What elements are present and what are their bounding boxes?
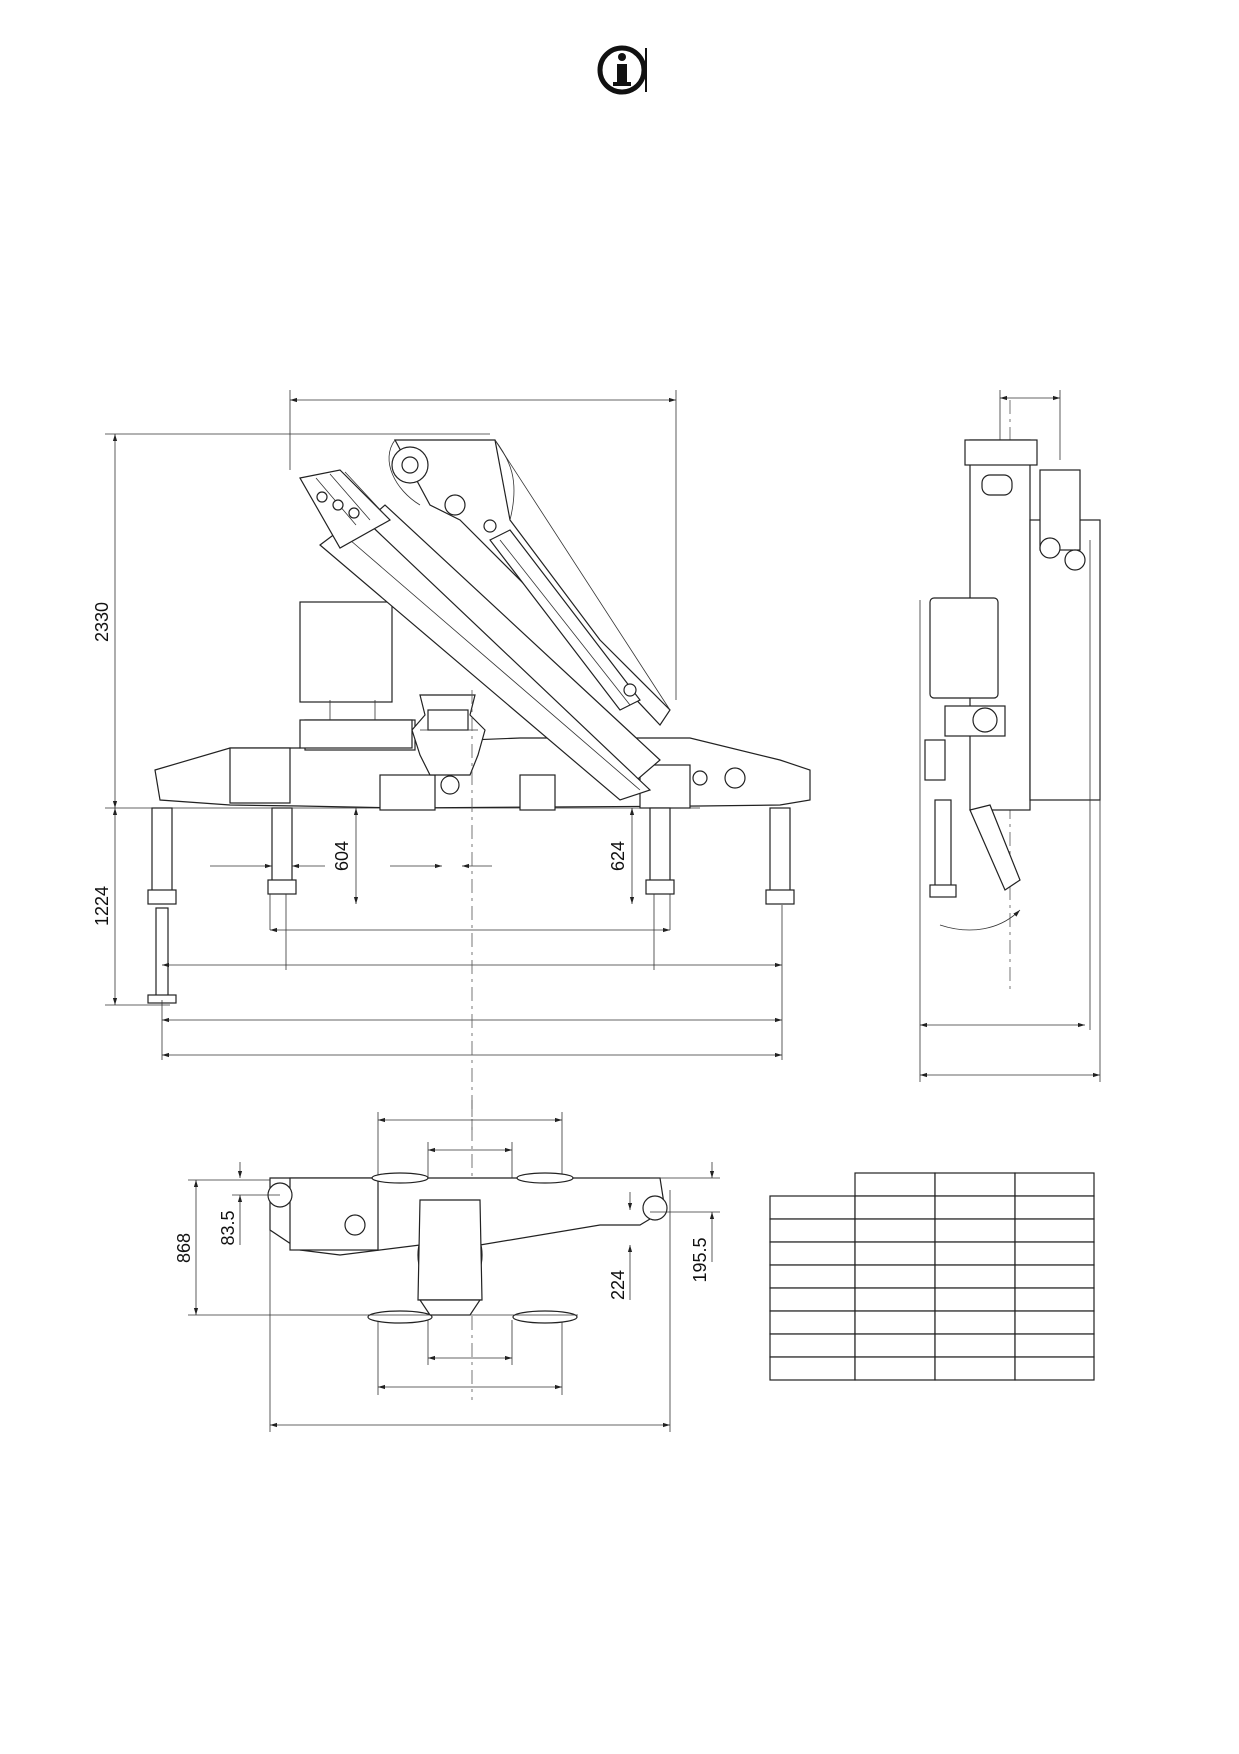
table-cell: [769, 1264, 856, 1289]
table-cell: [934, 1195, 1016, 1220]
table-cell: [854, 1333, 936, 1358]
dim-base-width: 868: [174, 1233, 194, 1263]
table-cell: [854, 1218, 936, 1243]
spec-table: [769, 1172, 1095, 1381]
table-cell: [769, 1356, 856, 1381]
side-view: 2330 1224 604 624: [92, 390, 811, 1130]
table-cell: [854, 1356, 936, 1381]
table-header-cell: [1014, 1172, 1095, 1197]
dim-leg-offset-right: 624: [608, 841, 628, 871]
dim-height-total: 2330: [92, 602, 112, 642]
table-cell: [1014, 1333, 1095, 1358]
dim-leg-extension: 1224: [92, 886, 112, 926]
table-cell: [854, 1287, 936, 1312]
table-cell: [854, 1310, 936, 1335]
table-cell: [854, 1241, 936, 1266]
end-view: [919, 390, 1101, 1082]
table-cell: [854, 1264, 936, 1289]
dim-offset-mid: 224: [608, 1270, 628, 1300]
table-cell: [769, 1310, 856, 1335]
table-cell: [934, 1218, 1016, 1243]
table-cell: [934, 1356, 1016, 1381]
table-cell: [769, 1333, 856, 1358]
table-cell: [1014, 1218, 1095, 1243]
table-cell: [769, 1241, 856, 1266]
info-icon: [597, 45, 647, 95]
table-cell: [934, 1333, 1016, 1358]
table-cell: [1014, 1241, 1095, 1266]
table-cell: [769, 1195, 856, 1220]
table-cell: [1014, 1356, 1095, 1381]
stabilizer-legs: [147, 807, 795, 1004]
table-cell: [934, 1264, 1016, 1289]
table-cell: [1014, 1264, 1095, 1289]
table-cell: [1014, 1195, 1095, 1220]
top-view: 868 83.5 195.5 224: [174, 1100, 720, 1432]
table-cell: [854, 1195, 936, 1220]
table-cell: [769, 1287, 856, 1312]
table-header-cell: [854, 1172, 936, 1197]
table-cell: [934, 1310, 1016, 1335]
table-cell: [934, 1241, 1016, 1266]
dim-offset-left: 83.5: [218, 1210, 238, 1245]
table-header-cell: [934, 1172, 1016, 1197]
table-cell: [934, 1287, 1016, 1312]
table-cell: [1014, 1287, 1095, 1312]
dim-offset-right: 195.5: [690, 1237, 710, 1282]
table-cell: [1014, 1310, 1095, 1335]
dim-leg-offset-left: 604: [332, 841, 352, 871]
table-cell: [769, 1218, 856, 1243]
